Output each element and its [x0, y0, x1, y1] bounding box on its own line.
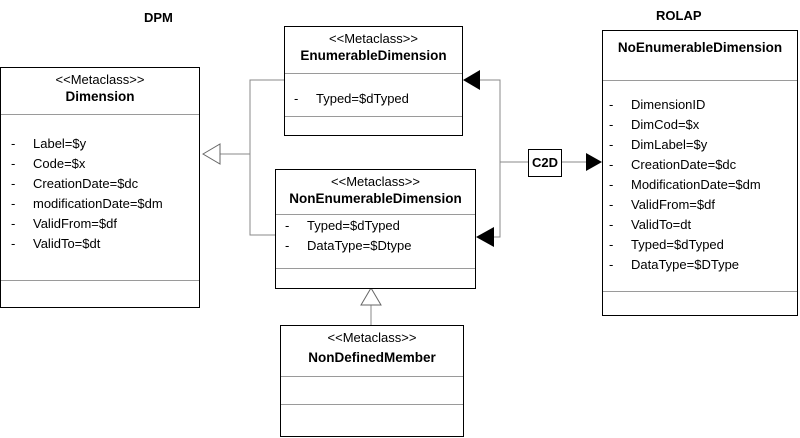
attribute-item: -ValidTo=dt: [609, 217, 692, 232]
nondefined-name: NonDefinedMember: [308, 350, 436, 365]
attribute-item: -Label=$y: [11, 136, 87, 151]
nondefined-divider-bottom: [281, 404, 463, 405]
attribute-item: -DimCod=$x: [609, 117, 700, 132]
nonenumerable-stereotype: <<Metaclass>>: [331, 174, 420, 189]
nondefined-divider-top: [281, 376, 463, 377]
nonenumerable-divider-top: [276, 214, 475, 215]
enumerable-divider-bottom: [285, 116, 462, 117]
generalization-line-enumerable: [220, 79, 284, 155]
dimension-divider-bottom: [1, 280, 199, 281]
class-nonenumerable-dimension: <<Metaclass>> NonEnumerableDimension -Ty…: [275, 169, 476, 289]
dimension-stereotype: <<Metaclass>>: [55, 72, 145, 87]
enumerable-name: EnumerableDimension: [300, 48, 447, 63]
dpm-label: DPM: [144, 10, 173, 25]
rolap-divider-bottom: [603, 291, 797, 292]
nonenumerable-attributes: -Typed=$dTyped -DataType=$Dtype: [276, 216, 475, 256]
attribute-item: -ValidFrom=$df: [11, 216, 117, 231]
rolap-label: ROLAP: [656, 8, 702, 23]
rolap-name: NoEnumerableDimension: [617, 40, 783, 55]
attribute-item: -ModificationDate=$dm: [609, 177, 761, 192]
dimension-attributes: -Label=$y -Code=$x -CreationDate=$dc -mo…: [1, 134, 199, 254]
generalization-line-nonenumerable: [249, 154, 275, 236]
attribute-item: -DimensionID: [609, 97, 706, 112]
attribute-item: -DimLabel=$y: [609, 137, 708, 152]
attribute-item: -modificationDate=$dm: [11, 196, 163, 211]
attribute-item: -Typed=$dTyped: [294, 91, 409, 106]
class-enumerable-dimension: <<Metaclass>> EnumerableDimension -Typed…: [284, 26, 463, 136]
generalization-arrowhead-nonenumerable: [360, 287, 382, 306]
enumerable-stereotype: <<Metaclass>>: [329, 31, 418, 46]
class-nondefined-member: <<Metaclass>> NonDefinedMember: [280, 325, 464, 437]
rolap-attributes: -DimensionID -DimCod=$x -DimLabel=$y -Cr…: [603, 95, 797, 275]
class-rolap-noenumerable-dimension: NoEnumerableDimension -DimensionID -DimC…: [602, 30, 798, 316]
attribute-item: -DataType=$Dtype: [285, 238, 412, 253]
enumerable-divider-top: [285, 73, 462, 74]
attribute-item: -DataType=$DType: [609, 257, 740, 272]
class-dimension: <<Metaclass>> Dimension -Label=$y -Code=…: [0, 67, 200, 308]
c2d-line-to-nonenumerable: [494, 161, 528, 238]
dimension-name: Dimension: [65, 89, 135, 104]
dimension-divider-top: [1, 114, 199, 115]
generalization-arrowhead-dimension: [202, 143, 221, 165]
nonenumerable-divider-bottom: [276, 268, 475, 269]
attribute-item: -CreationDate=$dc: [609, 157, 737, 172]
attribute-item: -Typed=$dTyped: [285, 218, 400, 233]
attribute-item: -ValidTo=$dt: [11, 236, 101, 251]
attribute-item: -Code=$x: [11, 156, 86, 171]
arrowhead-rolap: [586, 153, 602, 171]
c2d-transformation: C2D: [528, 149, 562, 177]
attribute-item: -Typed=$dTyped: [609, 237, 724, 252]
c2d-line-to-enumerable: [480, 79, 528, 163]
attribute-item: -ValidFrom=$df: [609, 197, 715, 212]
rolap-divider-top: [603, 80, 797, 81]
arrowhead-enumerable: [463, 70, 480, 90]
arrowhead-nonenumerable: [476, 227, 494, 247]
nonenumerable-name: NonEnumerableDimension: [289, 191, 462, 206]
nondefined-stereotype: <<Metaclass>>: [327, 330, 417, 345]
enumerable-attributes: -Typed=$dTyped: [285, 89, 462, 109]
attribute-item: -CreationDate=$dc: [11, 176, 139, 191]
